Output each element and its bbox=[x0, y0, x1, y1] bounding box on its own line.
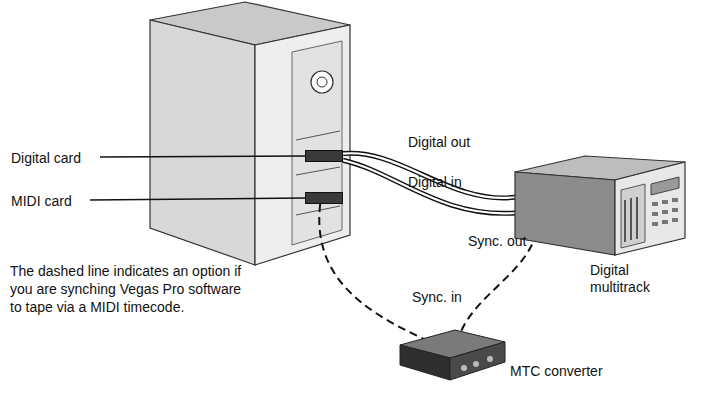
tower-panel bbox=[292, 41, 342, 245]
fan-hub bbox=[317, 77, 327, 87]
knob bbox=[461, 365, 467, 371]
button bbox=[672, 198, 678, 202]
fan bbox=[311, 71, 333, 93]
dashed-connector bbox=[319, 204, 426, 340]
button bbox=[652, 222, 658, 226]
button bbox=[672, 218, 678, 222]
knob bbox=[487, 356, 493, 362]
device-front bbox=[450, 342, 505, 380]
device-front bbox=[615, 162, 685, 255]
drive-slot bbox=[296, 206, 340, 215]
meter-bar bbox=[636, 197, 638, 239]
button bbox=[662, 200, 668, 204]
cable-connector bbox=[343, 153, 515, 198]
signal-name: Sync. out bbox=[468, 232, 558, 250]
cable-outline bbox=[343, 160, 515, 213]
connector-label: Digital out bbox=[408, 133, 470, 151]
node-label: Digital card bbox=[11, 150, 211, 167]
leader-line bbox=[90, 198, 305, 200]
device-side bbox=[515, 172, 615, 255]
cable-connector bbox=[343, 160, 515, 213]
connector-line bbox=[343, 153, 515, 198]
button bbox=[652, 202, 658, 206]
button bbox=[662, 220, 668, 224]
tower-front bbox=[255, 25, 350, 265]
button bbox=[672, 208, 678, 212]
connector-line bbox=[319, 204, 426, 340]
cable-outline bbox=[343, 153, 515, 198]
node-label: MTC converter bbox=[510, 363, 630, 380]
device-side bbox=[400, 345, 450, 380]
node-label: MIDI card bbox=[11, 193, 211, 210]
connector-line bbox=[343, 160, 515, 213]
button bbox=[652, 212, 658, 216]
knob bbox=[473, 361, 479, 367]
drive-slot bbox=[296, 131, 340, 140]
mtc-drawing bbox=[400, 330, 505, 380]
meter-bar bbox=[624, 200, 626, 242]
card-slot: MIDI card bbox=[305, 192, 343, 204]
meter-bar bbox=[630, 198, 632, 240]
display bbox=[651, 177, 679, 195]
leader-line bbox=[100, 156, 305, 157]
tower-side bbox=[150, 20, 255, 265]
multitrack-device: Digital multitrack bbox=[515, 150, 685, 255]
connector-line bbox=[458, 245, 532, 341]
multitrack-drawing bbox=[515, 150, 685, 255]
meter-panel bbox=[621, 184, 645, 248]
connector-label: Digital in bbox=[408, 173, 462, 191]
converter-device: MTC converter bbox=[400, 330, 505, 380]
drive-slot bbox=[296, 167, 340, 175]
signal-name: Sync. in bbox=[412, 288, 502, 306]
dashed-connector bbox=[458, 245, 532, 341]
node-label: Digital multitrack bbox=[590, 262, 680, 296]
card-slot: Digital card bbox=[305, 150, 343, 162]
note-text: The dashed line indicates an option if y… bbox=[10, 262, 250, 316]
button bbox=[662, 210, 668, 214]
